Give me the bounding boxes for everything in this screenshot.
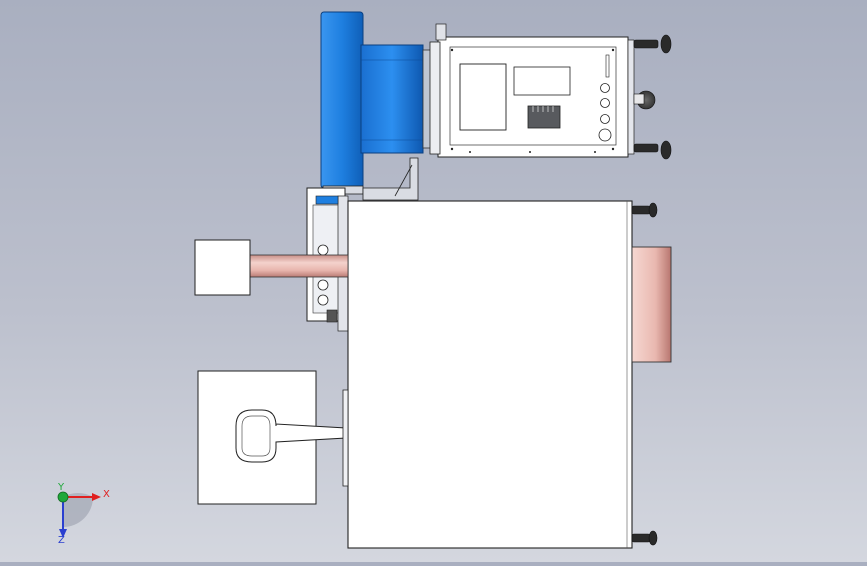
- burner-bracket: [362, 157, 419, 201]
- x-axis-label: X: [103, 489, 110, 500]
- y-axis-label: Y: [57, 482, 65, 493]
- outlet-flange[interactable]: [631, 246, 672, 363]
- lower-block[interactable]: [197, 370, 349, 505]
- display-panel: [459, 63, 507, 131]
- main-body[interactable]: [347, 200, 633, 549]
- control-cabinet[interactable]: [429, 23, 635, 158]
- handwheel-valves-top[interactable]: [633, 34, 672, 160]
- y-axis-dot: [57, 491, 69, 503]
- z-axis-label: Z: [58, 535, 65, 546]
- controller-module: [527, 105, 561, 129]
- handwheel-valves-side[interactable]: [631, 202, 658, 546]
- inlet-pipe[interactable]: [194, 239, 349, 296]
- orientation-triad: X Y Z: [57, 482, 110, 546]
- indicator-lamps[interactable]: [598, 83, 612, 142]
- terminal-panel: [513, 66, 571, 96]
